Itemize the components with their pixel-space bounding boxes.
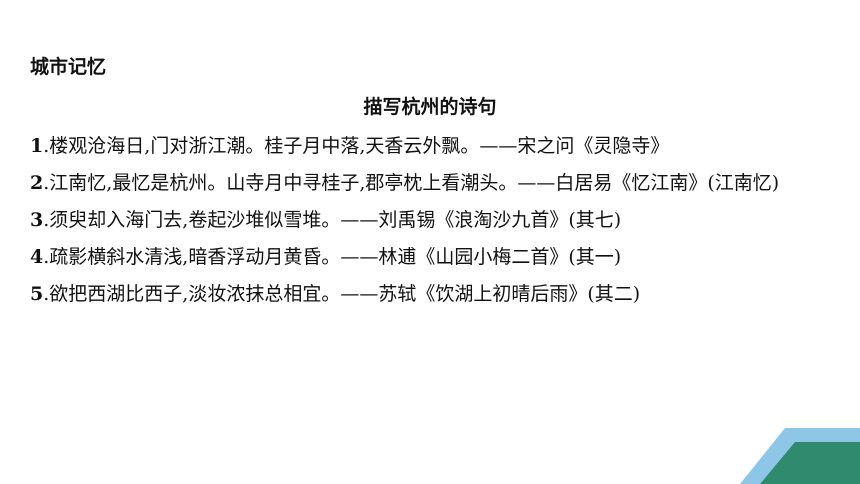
poem-text: .欲把西湖比西子,淡妆浓抹总相宜。——苏轼《饮湖上初晴后雨》(其二) <box>43 283 641 305</box>
poem-number: 2 <box>30 172 44 194</box>
poem-item: 2.江南忆,最忆是杭州。山寺月中寻桂子,郡亭枕上看潮头。——白居易《忆江南》(江… <box>30 165 830 202</box>
poem-item: 3.须臾却入海门去,卷起沙堆似雪堆。——刘禹锡《浪淘沙九首》(其七) <box>30 202 830 239</box>
poem-number: 3 <box>30 209 44 231</box>
poem-number: 5 <box>30 283 44 305</box>
poem-number: 4 <box>30 246 44 268</box>
poem-text: .须臾却入海门去,卷起沙堆似雪堆。——刘禹锡《浪淘沙九首》(其七) <box>43 209 622 231</box>
corner-decoration <box>740 428 860 484</box>
poem-item: 5.欲把西湖比西子,淡妆浓抹总相宜。——苏轼《饮湖上初晴后雨》(其二) <box>30 276 830 313</box>
section-label: 城市记忆 <box>30 56 107 78</box>
poem-text: .疏影横斜水清浅,暗香浮动月黄昏。——林逋《山园小梅二首》(其一) <box>43 246 622 268</box>
corner-dark-shape <box>760 442 860 484</box>
page-title: 描写杭州的诗句 <box>363 96 497 118</box>
poem-text: .江南忆,最忆是杭州。山寺月中寻桂子,郡亭枕上看潮头。——白居易《忆江南》(江南… <box>43 172 780 194</box>
poem-list: 1.楼观沧海日,门对浙江潮。桂子月中落,天香云外飘。——宋之问《灵隐寺》 2.江… <box>30 128 830 313</box>
poem-item: 1.楼观沧海日,门对浙江潮。桂子月中落,天香云外飘。——宋之问《灵隐寺》 <box>30 128 830 165</box>
poem-number: 1 <box>30 135 44 157</box>
poem-text: .楼观沧海日,门对浙江潮。桂子月中落,天香云外飘。——宋之问《灵隐寺》 <box>43 135 670 157</box>
poem-item: 4.疏影横斜水清浅,暗香浮动月黄昏。——林逋《山园小梅二首》(其一) <box>30 239 830 276</box>
